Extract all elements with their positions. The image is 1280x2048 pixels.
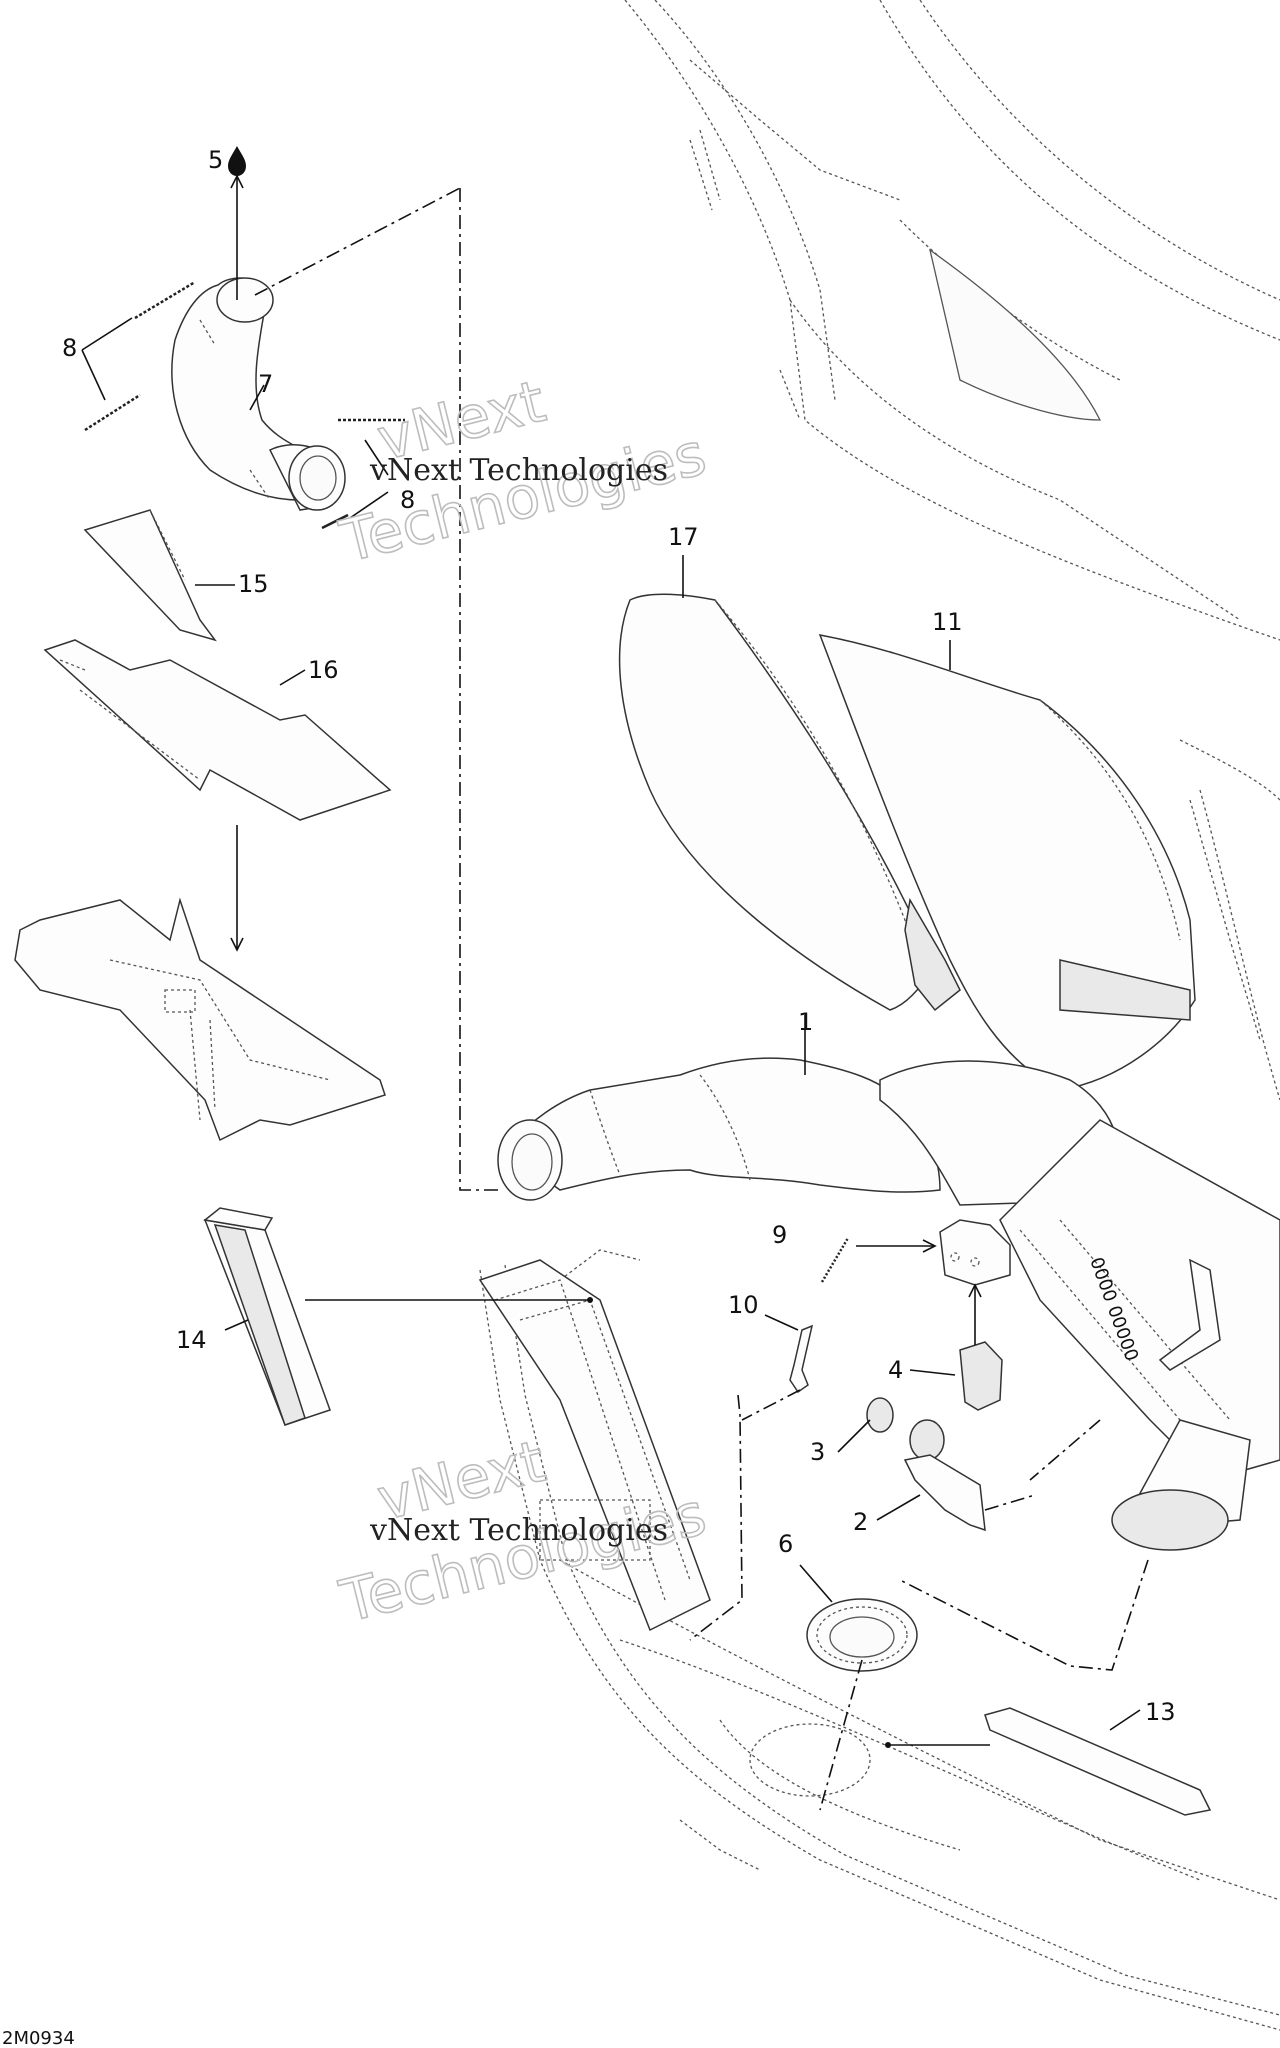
- part-7-coupler-pipe: [171, 277, 346, 511]
- part-10-strap: [789, 1324, 814, 1394]
- hull-side-bracket: [14, 897, 386, 1142]
- callout-11: 11: [932, 608, 963, 636]
- callout-5: 5: [208, 146, 223, 174]
- callout-14: 13: [1145, 1698, 1176, 1726]
- callout-4: 4: [888, 1356, 903, 1384]
- part-15-bracket: [203, 1207, 331, 1426]
- part-16-plate: [43, 639, 392, 821]
- muffler-bracket: [939, 1219, 1011, 1286]
- callout-10: 10: [728, 1291, 759, 1319]
- callout-9: 9: [772, 1221, 787, 1249]
- part-14-strip: [984, 1707, 1212, 1816]
- callout-7: 7: [258, 370, 273, 398]
- svg-text:vNext Technologies: vNext Technologies: [369, 1513, 668, 1548]
- callout-17: 17: [668, 523, 699, 551]
- oil-drop-icon: [228, 146, 246, 176]
- callout-3: 3: [810, 1438, 825, 1466]
- watermark-upper: vNext Technologies vNext Technologies: [333, 366, 714, 577]
- svg-text:vNext Technologies: vNext Technologies: [369, 453, 668, 488]
- callout-1: 1: [798, 1008, 813, 1036]
- callout-2: 2: [853, 1508, 868, 1536]
- hull-mount-bracket: [478, 1259, 711, 1632]
- callout-13: 15: [238, 570, 269, 598]
- drawing-code: 2M0934: [2, 2028, 75, 2048]
- part-11-panel: [818, 634, 1196, 1091]
- callout-16: 16: [308, 656, 339, 684]
- assembly-lines: [254, 187, 1149, 1811]
- part-6-grommet: [806, 1598, 918, 1672]
- leader-lines: [81, 174, 1141, 1748]
- part-2-bracket: [903, 1454, 986, 1532]
- callout-6: 6: [778, 1530, 793, 1558]
- part-3-grommets: [866, 1397, 945, 1461]
- hull-lower-outline: [479, 1249, 1280, 2031]
- spring-lower-left: [84, 393, 141, 432]
- part-9-spring: [820, 1237, 850, 1283]
- spring-right-bottom: [321, 513, 349, 530]
- part-4-mount: [959, 1341, 1003, 1411]
- part-13-heat-shield: [83, 509, 217, 642]
- part-17-panel: [618, 593, 961, 1012]
- callout-8-right: 8: [400, 486, 415, 514]
- hull-upper-outline: [624, 0, 1280, 1101]
- callout-8-upper: 8: [62, 334, 77, 362]
- spring-upper-left: [134, 280, 196, 320]
- part-1-exhaust-pipe: 0000 00000: [497, 1057, 1280, 1551]
- callout-15: 14: [176, 1326, 207, 1354]
